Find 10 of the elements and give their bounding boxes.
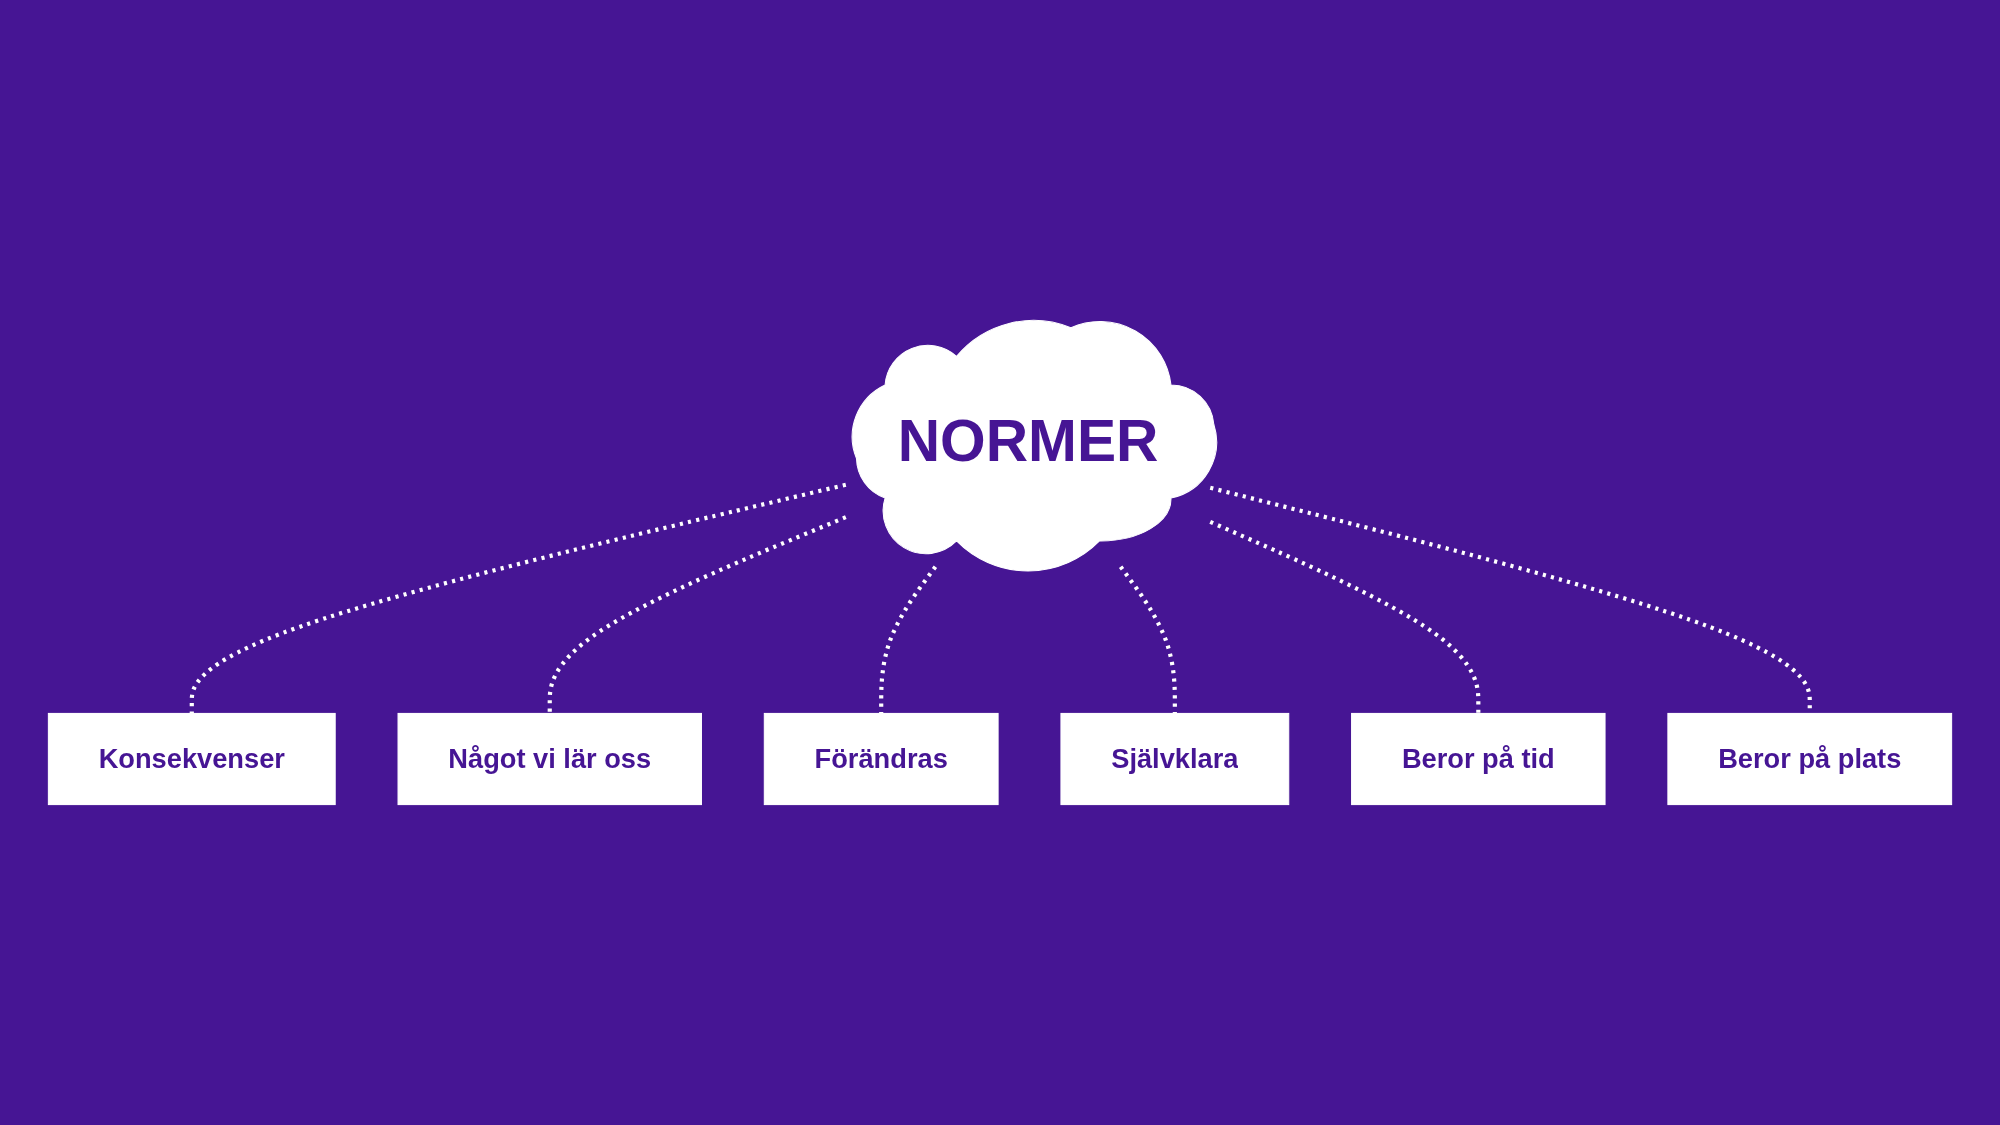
node-box: Förändras xyxy=(763,712,999,806)
node-box: Något vi lär oss xyxy=(397,712,702,806)
connector xyxy=(189,482,847,714)
node-box: Konsekvenser xyxy=(47,712,336,806)
node-box: Beror på plats xyxy=(1667,712,1953,806)
connector xyxy=(1209,485,1812,714)
connector xyxy=(547,515,847,714)
connector xyxy=(1209,519,1481,714)
node-box: Beror på tid xyxy=(1351,712,1606,806)
node-box: Självklara xyxy=(1060,712,1290,806)
